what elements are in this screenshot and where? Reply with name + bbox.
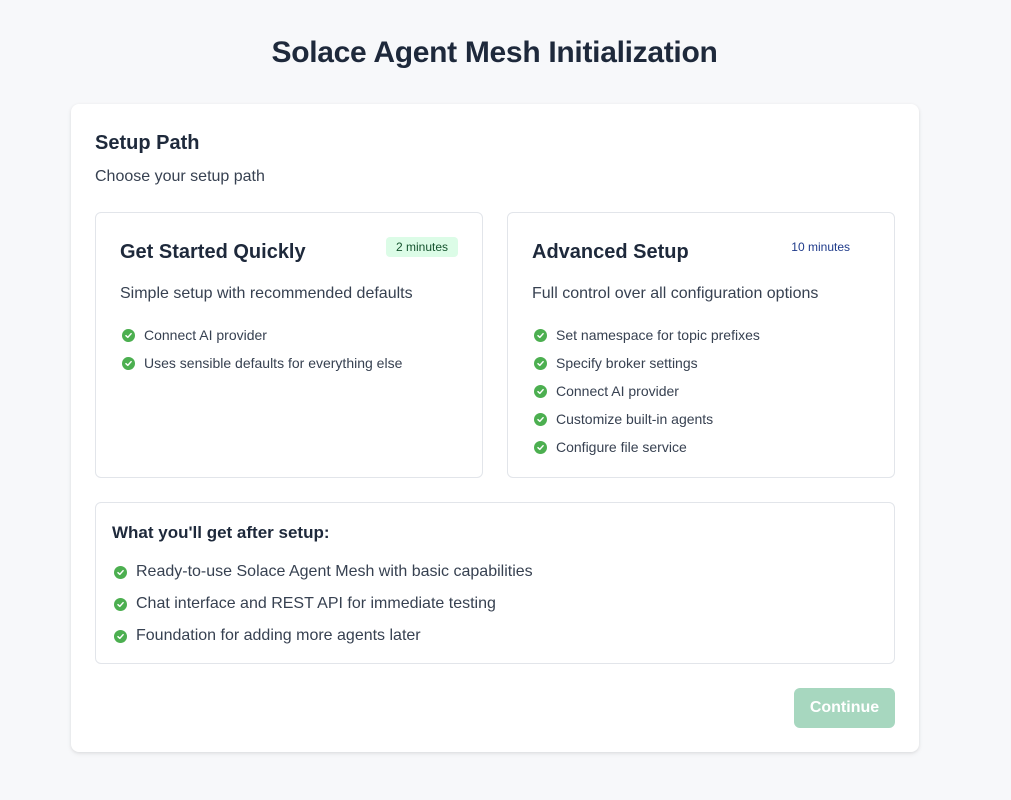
page-title: Solace Agent Mesh Initialization: [271, 36, 718, 69]
check-circle-icon: [122, 328, 135, 342]
after-setup-title: What you'll get after setup:: [112, 523, 330, 542]
check-circle-icon: [114, 629, 127, 643]
check-circle-icon: [534, 384, 547, 398]
benefit-item: Foundation for adding more agents later: [114, 620, 533, 652]
feature-label: Set namespace for topic prefixes: [556, 327, 760, 343]
section-subtitle: Choose your setup path: [95, 168, 265, 185]
benefit-item: Ready-to-use Solace Agent Mesh with basi…: [114, 556, 533, 588]
check-circle-icon: [114, 597, 127, 611]
check-circle-icon: [534, 356, 547, 370]
benefit-label: Ready-to-use Solace Agent Mesh with basi…: [136, 563, 533, 580]
feature-label: Connect AI provider: [556, 383, 679, 399]
feature-label: Specify broker settings: [556, 355, 698, 371]
option-advanced-setup[interactable]: Advanced Setup 10 minutes Full control o…: [507, 212, 895, 478]
feature-label: Connect AI provider: [144, 327, 267, 343]
option-description: Full control over all configuration opti…: [532, 285, 819, 302]
feature-label: Configure file service: [556, 439, 687, 455]
option-quick-setup[interactable]: Get Started Quickly 2 minutes Simple set…: [95, 212, 483, 478]
feature-item: Specify broker settings: [534, 349, 760, 377]
benefit-list: Ready-to-use Solace Agent Mesh with basi…: [114, 556, 533, 652]
feature-item: Configure file service: [534, 433, 760, 461]
option-title: Advanced Setup: [532, 241, 689, 263]
benefit-label: Chat interface and REST API for immediat…: [136, 595, 496, 612]
feature-list: Connect AI provider Uses sensible defaul…: [122, 321, 402, 377]
section-title: Setup Path: [95, 132, 200, 154]
check-circle-icon: [534, 328, 547, 342]
benefit-item: Chat interface and REST API for immediat…: [114, 588, 533, 620]
feature-item: Connect AI provider: [122, 321, 402, 349]
feature-item: Uses sensible defaults for everything el…: [122, 349, 402, 377]
check-circle-icon: [534, 440, 547, 454]
feature-item: Customize built-in agents: [534, 405, 760, 433]
feature-label: Customize built-in agents: [556, 411, 714, 427]
feature-item: Connect AI provider: [534, 377, 760, 405]
feature-item: Set namespace for topic prefixes: [534, 321, 760, 349]
check-circle-icon: [122, 356, 135, 370]
duration-badge: 2 minutes: [385, 237, 458, 257]
setup-card: Setup Path Choose your setup path Get St…: [71, 104, 919, 752]
benefit-label: Foundation for adding more agents later: [136, 627, 421, 644]
duration-badge: 10 minutes: [791, 240, 850, 254]
option-title: Get Started Quickly: [120, 241, 306, 263]
option-description: Simple setup with recommended defaults: [120, 285, 413, 302]
continue-button[interactable]: Continue: [794, 688, 895, 728]
check-circle-icon: [114, 565, 127, 579]
after-setup-panel: What you'll get after setup: Ready-to-us…: [95, 502, 895, 664]
feature-list: Set namespace for topic prefixes Specify…: [534, 321, 760, 461]
feature-label: Uses sensible defaults for everything el…: [144, 355, 403, 371]
check-circle-icon: [534, 412, 547, 426]
